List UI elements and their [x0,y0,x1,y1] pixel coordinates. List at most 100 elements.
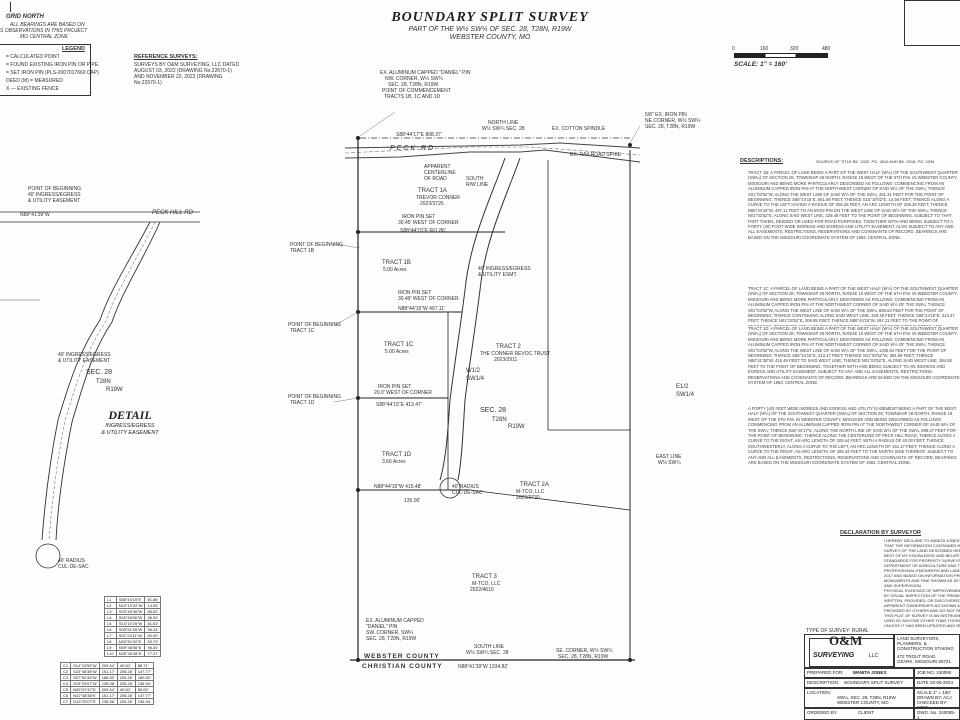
description-easement-text: A FORTY (40) FEET WIDE INGRESS AND EGRES… [748,406,957,466]
label-easement-left-1: 40' INGRESS/EGRESS [58,352,111,358]
label-bearing-north: S88°44'17"E 808.37' [396,132,442,138]
line-table-row-cell: N09°48'56"E [115,644,146,651]
tract-2-label: TRACT 2 [496,344,521,350]
legend-item-deed-measured: DEED (M) = MEASURED [6,78,63,84]
label-pob-1d-1: POINT OF BEGINNING [288,394,341,400]
line-table-row-cell: S88°44'15"E [115,596,146,603]
label-north-line-1: NORTH LINE [488,120,519,126]
service-1: LAND SURVEYORS, [897,636,940,641]
label-w12-1: W1/2 [466,368,481,374]
type-of-survey: TYPE OF SURVEY: RURAL [806,628,869,634]
label-radius-map-2: CUL-DE-SAC [452,490,483,496]
ordered-by-label: ORDERED BY [807,710,837,715]
scale-label: SCALE: 1" = 160' [734,61,787,68]
scale-tick-0: 0 [732,46,735,52]
label-radius-detail-2: CUL-DE-SAC [58,564,89,570]
curve-table-row-cell: 136.94' [134,698,154,705]
tract-2-deed: 2023/2911 [494,357,518,363]
reference-line-1: SURVEYS BY O&M SURVEYING, LLC DATED [134,62,240,68]
label-iron-pin-top-1: IRON PIN SET [402,214,436,220]
curve-table-row-cell: C7 [59,698,72,705]
line-table-row-cell: S25°49'48"W [115,608,146,615]
label-iron-pin-top-2: 30.45' WEST OF CORNER [398,220,459,226]
description-tract-1d: TRACT 1D: A PARCEL OF LAND BEING A PART … [748,326,960,402]
peck-road-north-edge [344,142,641,149]
curve-table-row-cell: 180.52' [134,674,154,681]
label-ne-pin-2: NE CORNER, W½ SW¼ [645,118,701,124]
label-commencement-1: EX. ALUMINUM CAPPED "DANIEL" PIN [380,70,471,76]
line-table-row-cell: 77.27' [144,650,162,657]
declaration-line: BY VISUAL INSPECTION OF THE PREMISES. [884,593,960,598]
grid-north-note-2: S OBSERVATIONS IN THIS PROJECT [0,28,88,34]
label-south-rw-2: R/W LINE [466,182,489,188]
curve-table-row-cell: 147.77' [134,668,154,675]
tb-description: BOUNDARY SPLIT SURVEY [844,680,903,685]
description-tract-1c-text: TRACT 1C: A PARCEL OF LAND BEING A PART … [748,286,959,326]
legend: LEGEND = CALCULATED POINT = FOUND EXISTI… [0,44,100,96]
service-3: CONSTRUCTION STAKING [897,646,954,651]
curve-table-row-cell: 209.44' [98,662,118,669]
legend-heading: LEGEND [62,46,85,52]
tract-2-owner: THE CONNER REVOC.TRUST [480,351,551,357]
tract-3-owner: M-TCO, LLC [472,581,501,587]
label-iron-pin-1-1: IRON PIN SET [398,290,432,296]
declaration-line: PHYSICAL EVIDENCE OF IMPROVEMENTS IS SHO… [884,588,960,593]
label-ne-pin-3: SEC. 28, T28N, R19W [645,124,696,130]
curve-table-row-cell: S07°52'49"W [70,674,100,681]
tract-1c-area: 5.00 Acres [385,349,409,355]
line-table-row-cell: S14°10'25"W [115,620,146,627]
reference-line-3: AND NOVEMBER 22, 2022 (DRAWING [134,74,223,80]
survey-map [0,111,641,662]
label-sec28-left-3: R19W [106,387,123,393]
curve-table-row-cell: 205.26' [116,680,136,687]
legend-item-found-pin: = FOUND EXISTING IRON PIN OR PIPE. [6,62,100,68]
line-table-row-cell: S05°51'59"W [115,626,146,633]
label-iron-pin-2-2: 20.0' WEST OF CORNER [374,390,432,396]
label-peck-hill-rd: PECK HILL RD [152,210,193,216]
service-2: PLANNERS, & [897,641,927,646]
curve-table-row-cell: N22°48'38"E [70,692,100,699]
scale-cell: SCALE 1" = 160' DRAWN BY: ACJ CHECKED BY… [914,688,960,710]
declaration-heading: DECLARATION BY SURVEYOR [840,530,921,536]
declaration-line: I HEREBY DECLARE TO WANITA JONES [884,538,960,543]
label-sw-corner-1: EX. ALUMINUM CAPPED [366,618,424,624]
detail-cul-de-sac [35,543,61,569]
company-llc: LLC [869,653,879,659]
curve-table-row-cell: 205.26' [116,692,136,699]
date-label: DATE [917,680,929,685]
line-table-row-cell: L10 [104,650,117,657]
declaration-line: STANDARDS FOR PROPERTY SURVEYS AS PUBLIS… [884,558,960,563]
declaration-line: 2017 AND BASED ON INFORMATION PROVIDED T… [884,573,960,578]
pin-ne [628,143,632,147]
tract-1a-deed: 2023/3726 [420,201,444,207]
descriptions-heading: DESCRIPTIONS: [740,158,784,164]
line-table-row-cell: N24°51'00"E [115,638,146,645]
label-bearing-south-1d: N88°44'15"W 415.48' [374,484,422,490]
label-apparent-cl-2: CENTERLINE [424,170,456,176]
tract-1d-area: 3.66 Acres [382,459,406,465]
tract-3-label: TRACT 3 [472,574,497,580]
legend-item-calculated: = CALCULATED POINT [6,54,60,60]
north-arrow-icon [10,2,11,12]
curve-table-row-cell: 151.17' [98,692,118,699]
label-christian-county: CHRISTIAN COUNTY [362,663,443,670]
reference-line-4: No.22670-1) [134,80,162,86]
label-radius-detail-1: 40' RADIUS [58,558,85,564]
prepared-for-value: WANITA JONES [852,670,887,675]
label-north-line-2: W½ SW¼ SEC. 28 [482,126,525,132]
label-pob-1c-1: POINT OF BEGINNING [288,322,341,328]
label-bearing-1c: N88°44'15"W 497.11' [398,306,446,312]
tract-1b-label: TRACT 1B [382,260,411,266]
curve-table-row-cell: 186.92' [98,674,118,681]
label-pob-1b-1: POINT OF BEGINNING [290,242,343,248]
location-1: SW¼, SEC. 28, T28N, R19W [837,695,896,700]
scale-tick-480: 480 [822,46,831,52]
description-tract-1b-text: TRACT 1B: A PARCEL OF LAND BEING A PART … [748,170,958,240]
